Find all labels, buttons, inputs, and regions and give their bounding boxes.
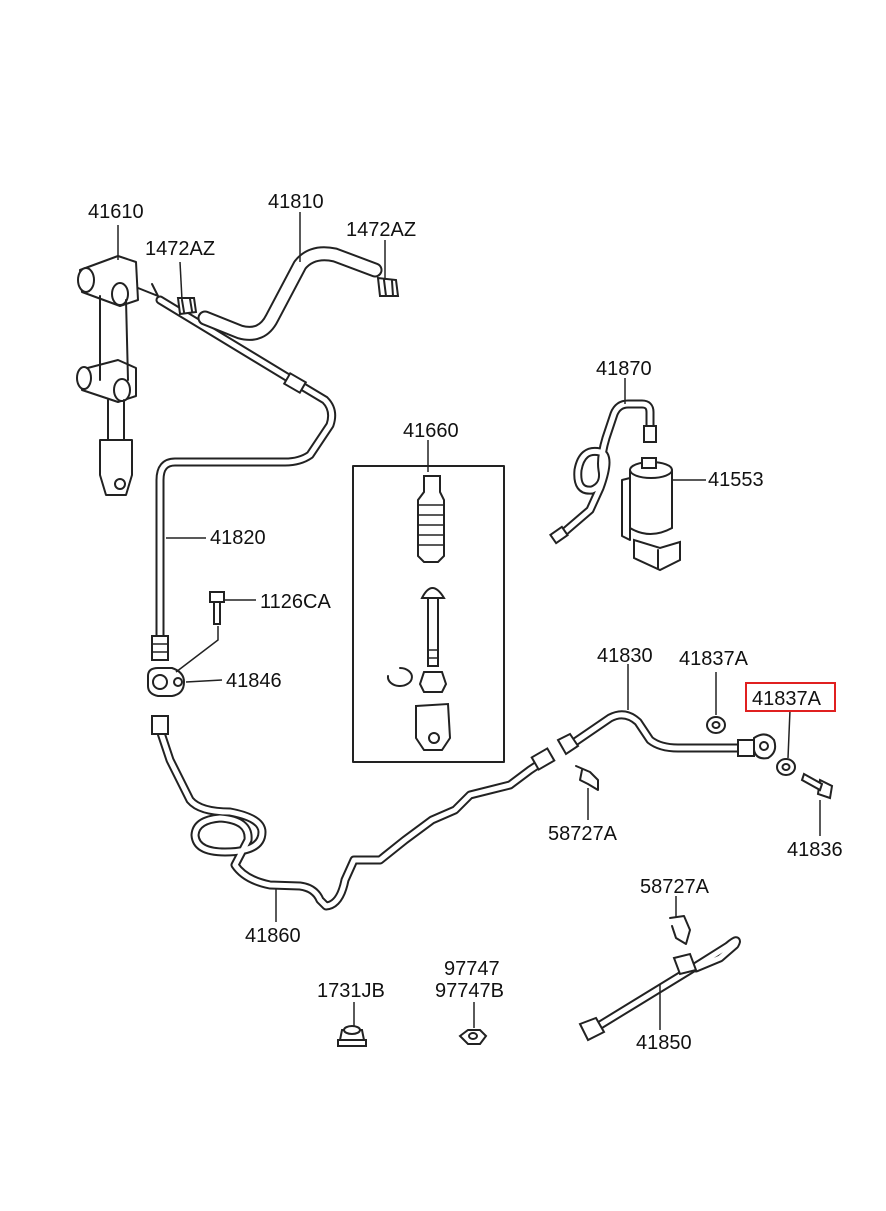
part-1126ca-bolt[interactable] xyxy=(209,591,225,625)
label-41860[interactable]: 41860 xyxy=(245,925,301,947)
label-97747[interactable]: 97747 xyxy=(444,958,500,980)
label-41870[interactable]: 41870 xyxy=(596,358,652,380)
label-41610[interactable]: 41610 xyxy=(88,201,144,223)
label-1731jb[interactable]: 1731JB xyxy=(317,980,385,1002)
label-1472az-right[interactable]: 1472AZ xyxy=(346,219,416,241)
part-41850-pipe[interactable] xyxy=(578,936,741,1042)
part-1731jb-grommet[interactable] xyxy=(337,1025,367,1047)
part-41846-union[interactable] xyxy=(147,667,186,697)
label-1126ca[interactable]: 1126CA xyxy=(260,591,331,613)
part-97747-nut[interactable] xyxy=(458,1029,488,1045)
label-41553[interactable]: 41553 xyxy=(708,469,764,491)
label-1472az-left[interactable]: 1472AZ xyxy=(145,238,215,260)
label-58727a-upper[interactable]: 58727A xyxy=(548,823,618,845)
highlight-box xyxy=(745,682,836,712)
label-41837a-left[interactable]: 41837A xyxy=(679,648,749,670)
part-41837a-washer-left[interactable] xyxy=(706,716,726,734)
label-41820[interactable]: 41820 xyxy=(210,527,266,549)
part-41820-pipe[interactable] xyxy=(151,295,337,661)
label-41846[interactable]: 41846 xyxy=(226,670,282,692)
label-41830[interactable]: 41830 xyxy=(597,645,653,667)
part-41553-reservoir[interactable] xyxy=(621,457,681,572)
part-41837a-washer-right[interactable] xyxy=(776,758,796,776)
part-41836-banjo-bolt[interactable] xyxy=(800,772,834,800)
part-41810-hose[interactable] xyxy=(197,246,383,341)
label-41836[interactable]: 41836 xyxy=(787,839,843,861)
label-41660[interactable]: 41660 xyxy=(403,420,459,442)
part-41860-pipe[interactable] xyxy=(151,715,556,911)
leader-lines xyxy=(117,212,821,1030)
part-58727a-clip-lower[interactable] xyxy=(669,915,691,945)
part-41830-hose[interactable] xyxy=(556,710,777,760)
part-41610-master-cylinder[interactable] xyxy=(76,255,161,496)
label-41810[interactable]: 41810 xyxy=(268,191,324,213)
label-41850[interactable]: 41850 xyxy=(636,1032,692,1054)
label-97747b[interactable]: 97747B xyxy=(435,980,504,1002)
label-58727a-lower[interactable]: 58727A xyxy=(640,876,710,898)
part-41660-repair-kit[interactable] xyxy=(352,465,505,763)
label-41837a-highlighted[interactable]: 41837A xyxy=(752,688,822,710)
part-58727a-clip-upper[interactable] xyxy=(575,765,599,791)
part-1472az-clip-right[interactable] xyxy=(376,276,400,297)
part-41870-hose[interactable] xyxy=(549,399,657,545)
part-1472az-clip-left[interactable] xyxy=(176,297,198,316)
